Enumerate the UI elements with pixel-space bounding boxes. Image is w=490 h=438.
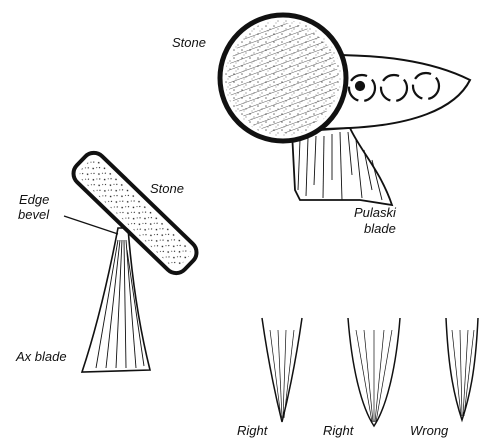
label-stone-top: Stone [172, 36, 206, 50]
label-pulaski-line1: Pulaski [354, 206, 396, 220]
label-ax-blade: Ax blade [16, 350, 67, 364]
label-profile-wrong: Wrong [410, 424, 448, 438]
label-stone-left: Stone [150, 182, 184, 196]
profile-right-2 [348, 318, 400, 426]
round-stone [220, 15, 346, 141]
profile-right-1 [262, 318, 302, 422]
label-profile-right-2: Right [323, 424, 353, 438]
edge-bevel-leader [64, 216, 118, 234]
label-profile-right-1: Right [237, 424, 267, 438]
label-edge-bevel-line1: Edge [19, 193, 49, 207]
profile-wrong [446, 318, 478, 420]
flat-stone [69, 148, 202, 278]
label-pulaski-line2: blade [364, 222, 396, 236]
ax-blade [82, 228, 150, 372]
label-edge-bevel-line2: bevel [18, 208, 49, 222]
